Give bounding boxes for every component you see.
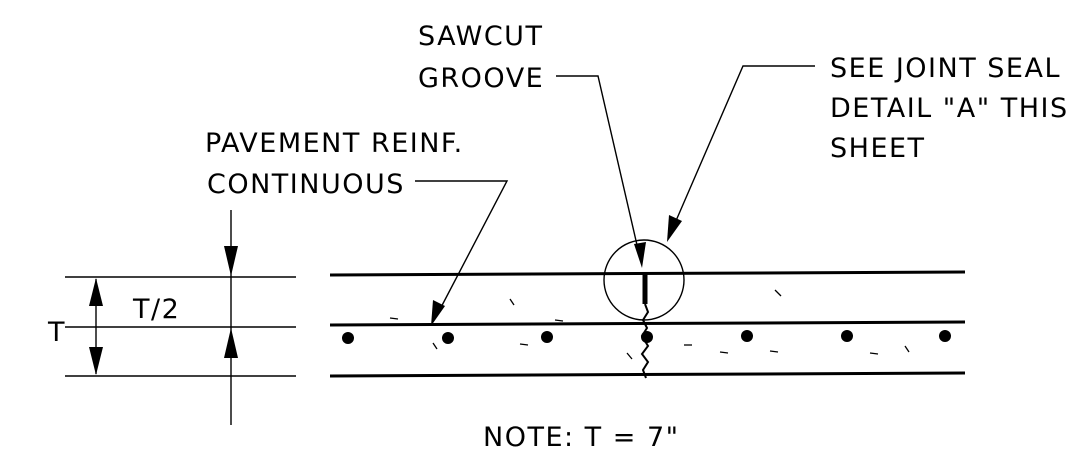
joint-seal-label-line2: DETAIL "A" THIS xyxy=(830,93,1069,124)
rebar-dot xyxy=(442,332,454,344)
sawcut-label-line1: SAWCUT xyxy=(418,21,543,52)
reinf-leader xyxy=(415,180,509,316)
joint-seal-leader xyxy=(671,65,815,231)
dim-t-arrow-down xyxy=(89,347,103,375)
joint-seal-label-line1: SEE JOINT SEAL xyxy=(830,53,1061,84)
dimension-lines xyxy=(65,210,296,425)
reinf-leader-arrow xyxy=(431,300,445,326)
rebar-dot xyxy=(841,330,853,342)
slab-bottom-surface xyxy=(329,371,966,378)
dim-t-label: T xyxy=(47,317,66,348)
dim-t-arrow-up xyxy=(89,278,103,306)
note-label: NOTE: T = 7" xyxy=(483,422,680,453)
sawcut-joint xyxy=(603,239,685,379)
detail-callout-circle xyxy=(603,239,685,321)
sawcut-leader xyxy=(556,75,641,259)
joint-seal-label-line3: SHEET xyxy=(830,133,926,164)
concrete-aggregate-marks xyxy=(389,289,910,360)
leaders xyxy=(415,65,815,326)
joint-seal-leader-arrow xyxy=(667,215,682,242)
rebar-dot xyxy=(741,330,753,342)
rebar-dot xyxy=(541,331,553,343)
dim-half-arrow-up xyxy=(224,328,238,358)
rebar-dot xyxy=(342,332,354,344)
sawcut-leader-arrow xyxy=(634,242,646,268)
slab-mid-depth-line xyxy=(329,320,966,327)
sawcut-label-line2: GROOVE xyxy=(418,63,544,94)
induced-crack xyxy=(640,303,650,379)
dim-half-arrow-down xyxy=(224,246,238,276)
reinf-label-line2: CONTINUOUS xyxy=(207,169,405,200)
reinf-label-line1: PAVEMENT REINF. xyxy=(205,128,464,159)
rebar-dot xyxy=(939,330,951,342)
dim-half-label: T/2 xyxy=(132,294,180,325)
